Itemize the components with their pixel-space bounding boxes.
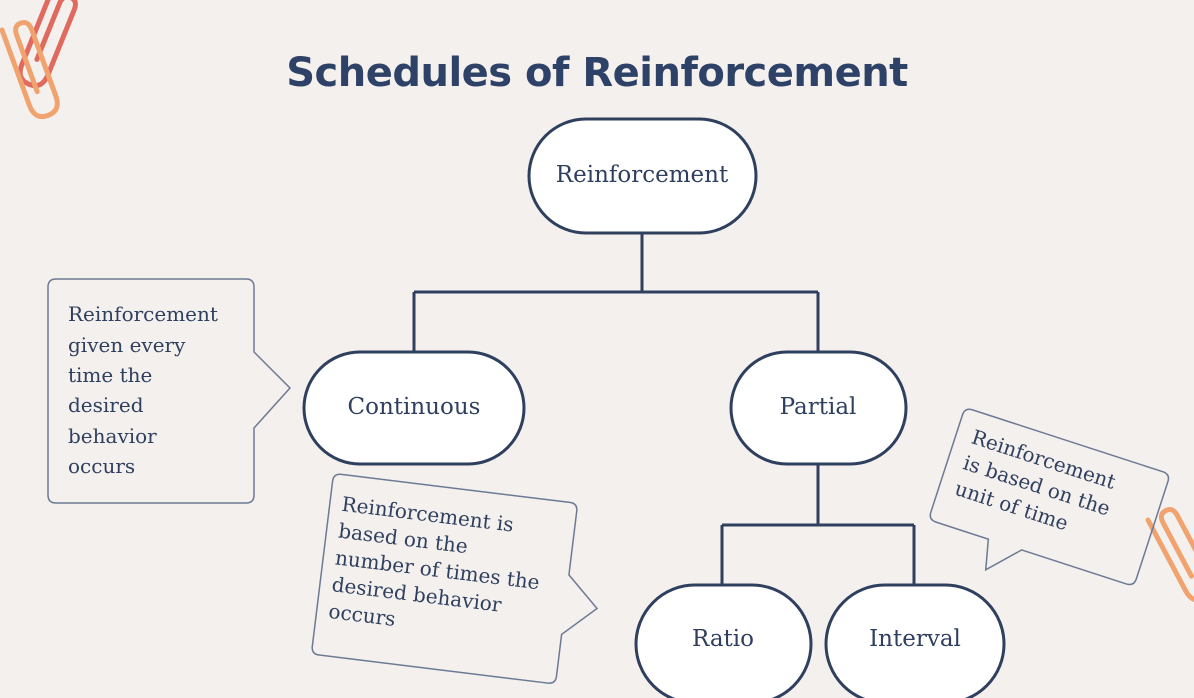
node-ratio: Ratio [634,583,813,698]
node-reinforcement-label: Reinforcement [556,162,729,188]
node-partial-label: Partial [780,394,857,420]
callout-continuous-line: Reinforcement [68,302,218,326]
slide-title: Schedules of Reinforcement [286,50,908,96]
callout-ratio-line: occurs [327,599,397,631]
callout-continuous-line: desired [68,393,144,417]
node-interval: Interval [824,583,1006,698]
callout-continuous-line: occurs [68,454,135,478]
callout-interval: Reinforcement is based on the unit of ti… [929,408,1170,586]
node-continuous-label: Continuous [348,394,481,420]
paperclip-icon [0,20,60,120]
node-continuous: Continuous [302,350,526,466]
callout-ratio: Reinforcement is based on the number of … [311,473,599,684]
callout-continuous-line: behavior [68,424,157,448]
callout-continuous-line: time the [68,363,152,387]
node-reinforcement: Reinforcement [527,117,758,235]
callout-continuous-line: given every [68,333,186,357]
node-ratio-label: Ratio [692,626,754,652]
node-partial: Partial [729,350,908,466]
connector-lines [412,232,916,585]
node-interval-label: Interval [869,626,961,652]
callout-continuous: Reinforcement given every time the desir… [47,278,292,504]
